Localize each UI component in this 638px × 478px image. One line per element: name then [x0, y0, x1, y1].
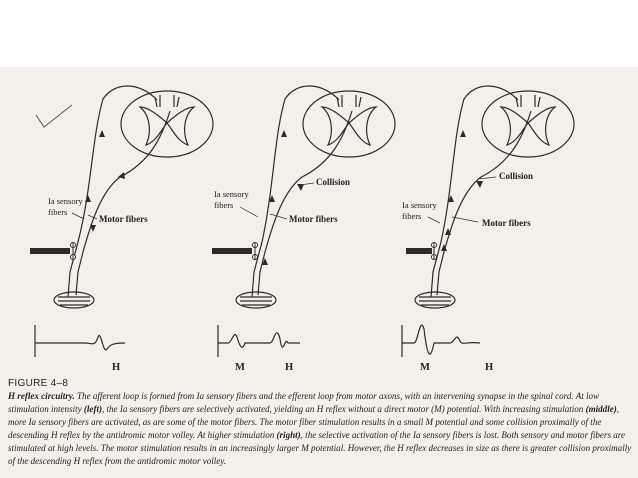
motor-fibers-label-left: Motor fibers: [99, 214, 148, 224]
m-label-right: M: [420, 362, 430, 373]
h-reflex-diagram: Ia sensory fibers Motor fibers H: [30, 85, 575, 373]
fibers-label-right: fibers: [402, 211, 421, 221]
caption-body: H reflex circuitry. The afferent loop is…: [8, 390, 632, 467]
spinal-cord-right: [481, 90, 575, 158]
ia-sensory-label-right: Ia sensory: [402, 200, 437, 210]
caption-part-3: , the Ia sensory fibers are selectively …: [102, 403, 586, 414]
ia-sensory-label-left: Ia sensory: [48, 196, 83, 206]
collision-label-middle: Collision: [316, 177, 350, 187]
h-label-left: H: [112, 362, 120, 373]
fibers-label-middle: fibers: [214, 200, 233, 210]
collision-label-right: Collision: [499, 171, 533, 181]
panel-middle: Ia sensory fibers Motor fibers Collision…: [212, 85, 396, 373]
figure-caption: FIGURE 4–8 H reflex circuitry. The affer…: [8, 378, 632, 467]
muscle-middle: [235, 291, 277, 309]
emg-trace-middle: [217, 325, 300, 357]
muscle-right: [414, 291, 456, 309]
h-label-middle: H: [285, 362, 293, 373]
caption-heading: H reflex circuitry.: [8, 391, 75, 401]
ia-sensory-label-middle: Ia sensory: [214, 189, 249, 199]
spinal-cord-middle: [302, 90, 396, 158]
caption-part-5: , more Ia sensory fibers are activated, …: [8, 403, 620, 440]
caption-part-4: (middle): [585, 403, 617, 414]
check-mark-icon: [35, 104, 73, 128]
efferent-loop-right: [436, 110, 532, 296]
muscle-left: [53, 291, 95, 309]
caption-part-1: The afferent loop is formed from Ia sens…: [8, 391, 600, 414]
afferent-loop-middle: [251, 85, 340, 298]
stimulator-left: [30, 248, 70, 254]
scanned-figure: Ia sensory fibers Motor fibers H: [0, 67, 638, 478]
afferent-loop-left: [67, 85, 158, 298]
caption-part-2: (left): [83, 403, 102, 414]
motor-fibers-label-right: Motor fibers: [482, 218, 531, 228]
efferent-loop-middle: [257, 110, 353, 296]
caption-part-7: , the selective activation of the Ia sen…: [8, 429, 632, 466]
m-label-middle: M: [235, 362, 245, 373]
h-label-right: H: [485, 362, 493, 373]
panel-right: Ia sensory fibers Motor fibers Collision…: [401, 85, 575, 373]
panel-left: Ia sensory fibers Motor fibers H: [30, 85, 214, 373]
emg-trace-left: [34, 325, 126, 357]
caption-part-6: (right): [276, 429, 301, 440]
stimulator-middle: [212, 248, 252, 254]
spinal-cord-left: [120, 90, 214, 158]
emg-trace-right: [401, 324, 481, 357]
afferent-loop-right: [430, 85, 519, 298]
caption-title: FIGURE 4–8: [8, 378, 69, 389]
motor-fibers-label-middle: Motor fibers: [289, 214, 338, 224]
stimulator-right: [406, 248, 432, 254]
fibers-label-left: fibers: [48, 207, 67, 217]
